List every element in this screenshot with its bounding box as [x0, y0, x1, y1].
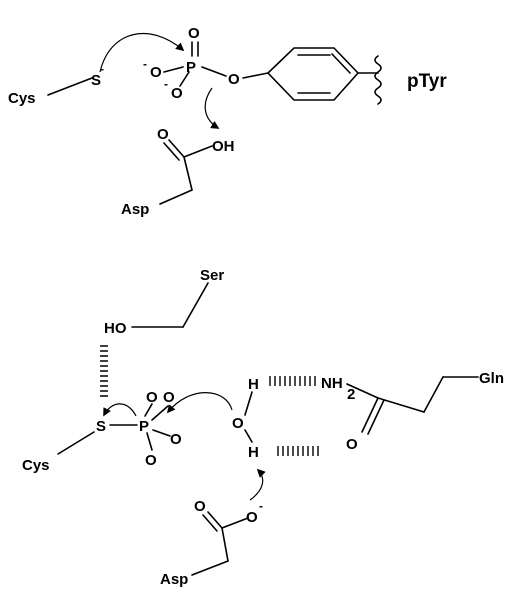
hbond-h-gln-o	[277, 446, 319, 456]
bond-water-h-top	[244, 391, 253, 416]
label-h-top: H	[248, 376, 259, 393]
bond-p-o-right	[152, 429, 171, 437]
label-s: S	[91, 72, 101, 89]
label-o-bridge: O	[228, 71, 240, 88]
bottom-scheme: Ser HO S P O O O O Cys H O H NH 2 Gln O …	[22, 267, 504, 588]
label-o-top-a: O	[146, 389, 158, 406]
bond-c-ch2	[377, 397, 425, 413]
label-ptyr: pTyr	[407, 71, 447, 92]
label-nh2-subscript: 2	[347, 386, 355, 403]
label-oh: OH	[212, 138, 235, 155]
label-o-minus-bottom-charge: -	[164, 77, 168, 91]
bond-p-o-bottom	[179, 71, 190, 87]
arrow-p-to-s	[103, 403, 137, 417]
top-scheme: Cys S - O - O P - O O pTyr O OH Asp	[8, 25, 447, 218]
label-o-top-b: O	[163, 389, 175, 406]
label-gln: Gln	[479, 370, 504, 387]
label-cys-bottom: Cys	[22, 457, 50, 474]
bond-p-o-bridge	[201, 66, 227, 77]
hbond-ser-s	[100, 345, 108, 397]
label-o-minus-left: O	[150, 64, 162, 81]
bond-ch2-c-bottom	[221, 527, 229, 562]
label-o-double: O	[188, 25, 200, 42]
bond-c-o-gln	[361, 397, 379, 433]
hbond-h-nh2	[269, 376, 316, 386]
label-o-right: O	[170, 431, 182, 448]
bond-ch2-ch2	[423, 376, 444, 413]
bond-c-o-gln-2	[367, 399, 385, 435]
bond-ser-ch2	[182, 282, 209, 328]
label-ho: HO	[104, 320, 127, 337]
bond-nh2-c	[346, 383, 379, 399]
label-asp-bottom: Asp	[160, 571, 188, 588]
arrow-p-to-oh	[204, 87, 220, 129]
arrow-asp-to-h	[249, 468, 266, 501]
bond-c-o-carbonyl-2	[202, 514, 218, 532]
bond-c-o-double-2	[163, 142, 180, 161]
label-p-bottom: P	[139, 418, 149, 435]
bond-ch2-c	[183, 156, 193, 191]
label-h-bottom: H	[248, 444, 259, 461]
label-asp-o-carbonyl: O	[194, 498, 206, 515]
bond-o-ring	[242, 72, 269, 79]
bond-c-o-double	[168, 139, 185, 158]
bond-water-h-bottom	[244, 429, 253, 443]
bond-c-o-carbonyl	[207, 511, 223, 529]
arrow-water-to-p	[166, 392, 233, 414]
bond-c-o-minus	[221, 517, 249, 529]
label-o-minus-bottom: O	[171, 85, 183, 102]
label-asp-minus-charge: -	[259, 499, 263, 513]
label-o-carbonyl: O	[157, 126, 169, 143]
label-asp-o-minus: O	[246, 509, 258, 526]
bond-c-oh	[183, 145, 213, 158]
label-ser: Ser	[200, 267, 224, 284]
label-o-down: O	[145, 452, 157, 469]
label-cys: Cys	[8, 90, 36, 107]
bond-cys-s-bottom	[57, 431, 95, 455]
wavy-bond-icon	[374, 55, 382, 105]
label-o-minus-left-charge: -	[143, 57, 147, 71]
bond-cys-s	[47, 77, 93, 96]
label-s-bottom: S	[96, 418, 106, 435]
bond-p-o-a	[144, 403, 153, 417]
label-water-o: O	[232, 415, 244, 432]
arrow-s-to-p	[99, 33, 185, 73]
label-p: P	[186, 59, 196, 76]
label-nh: NH	[321, 375, 343, 392]
label-gln-o: O	[346, 436, 358, 453]
bond-asp-ch2-bottom	[191, 560, 229, 576]
bond-p-o-down	[146, 432, 153, 451]
bond-p-o-left	[163, 66, 184, 73]
label-s-charge: -	[100, 62, 104, 76]
bond-asp-ch2	[159, 189, 193, 205]
label-asp: Asp	[121, 201, 149, 218]
ring-double-3	[331, 53, 351, 74]
bond-p-o-b	[151, 405, 169, 421]
